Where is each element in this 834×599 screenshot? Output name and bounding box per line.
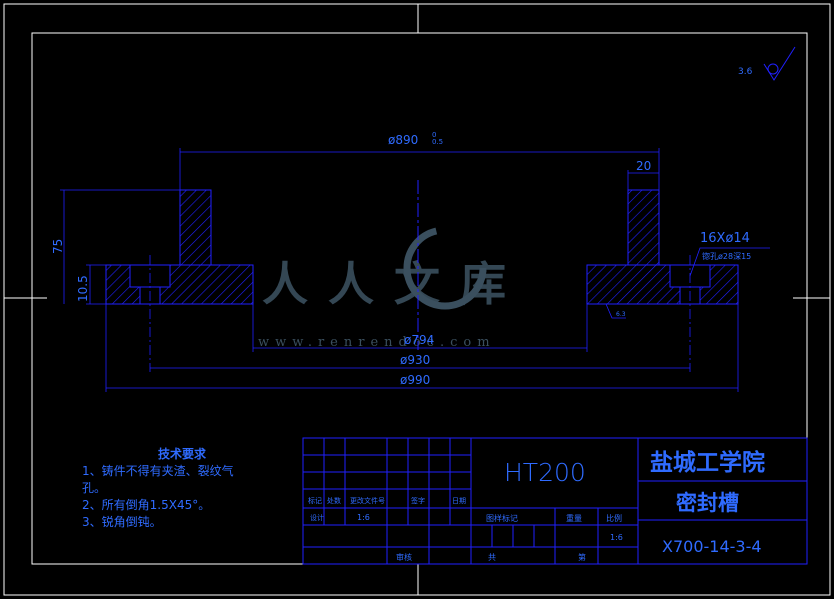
dim-outer-top-tol: 0 xyxy=(432,131,436,139)
part-section xyxy=(105,189,739,305)
tech-req-item: 2、所有倒角1.5X45°。 xyxy=(82,498,211,512)
watermark-brand: 人人文库 xyxy=(262,257,526,311)
label-mark: 标记 xyxy=(308,496,322,505)
label-stage: 图样标记 xyxy=(486,513,518,523)
dim-height-total: 75 xyxy=(51,239,65,254)
dim-bolt-circle: ø930 xyxy=(400,353,430,367)
watermark-url: www.renrendoc.com xyxy=(258,335,496,350)
sheets-value: 1:6 xyxy=(610,533,623,542)
label-change: 更改文件号 xyxy=(350,496,385,505)
dimension-texts: ø890 0 0.5 20 75 10.5 16Xø14 锪孔ø28深15 ø7… xyxy=(51,131,751,387)
label-check: 审核 xyxy=(396,552,412,562)
dim-bore: ø794 xyxy=(404,333,434,347)
label-sheet: 第 xyxy=(578,552,586,562)
label-weight: 重量 xyxy=(566,513,582,523)
tech-req-item: 3、锐角倒钝。 xyxy=(82,515,162,529)
title-block-texts: HT200 盐城工学院 密封槽 X700-14-3-4 标记 处数 更改文件号 … xyxy=(308,449,765,562)
drawing-number: X700-14-3-4 xyxy=(662,537,762,556)
outer-border xyxy=(3,3,831,596)
label-date: 日期 xyxy=(452,497,466,505)
dim-surface-mark: 6.3 xyxy=(616,311,626,318)
roughness-value: 3.6 xyxy=(738,67,753,77)
tech-req-item: 孔。 xyxy=(82,481,107,495)
right-wall xyxy=(627,189,660,266)
part-name: 密封槽 xyxy=(676,491,739,515)
school-name: 盐城工学院 xyxy=(650,449,765,476)
label-count: 处数 xyxy=(327,496,341,505)
label-design: 设计 xyxy=(310,513,324,522)
label-sign: 签字 xyxy=(411,496,425,505)
dim-outer-top: ø890 xyxy=(388,133,418,147)
label-ratio: 比例 xyxy=(606,513,622,523)
dim-outer: ø990 xyxy=(400,373,430,387)
label-total: 共 xyxy=(488,553,496,562)
dim-wall: 20 xyxy=(636,159,651,173)
tech-req-item: 1、铸件不得有夹渣、裂纹气 xyxy=(82,464,234,478)
watermark-logo: 人人文库 www.renrendoc.com xyxy=(258,226,526,350)
dim-outer-top-tol2: 0.5 xyxy=(432,138,443,146)
dim-holes-note: 锪孔ø28深15 xyxy=(702,251,751,261)
title-block xyxy=(302,437,808,565)
material: HT200 xyxy=(504,458,586,487)
left-wall xyxy=(179,189,212,266)
tech-requirements-title: 技术要求 xyxy=(158,447,207,461)
dim-height-flange: 10.5 xyxy=(76,275,90,302)
dim-holes: 16Xø14 xyxy=(700,231,750,246)
scale-value: 1:6 xyxy=(357,513,370,522)
dimension-lines xyxy=(60,148,770,392)
roughness-symbol xyxy=(763,46,796,81)
tech-requirements: 技术要求 1、铸件不得有夹渣、裂纹气 孔。 2、所有倒角1.5X45°。 3、锐… xyxy=(82,446,282,531)
left-flange xyxy=(105,264,254,305)
right-flange xyxy=(586,264,739,305)
